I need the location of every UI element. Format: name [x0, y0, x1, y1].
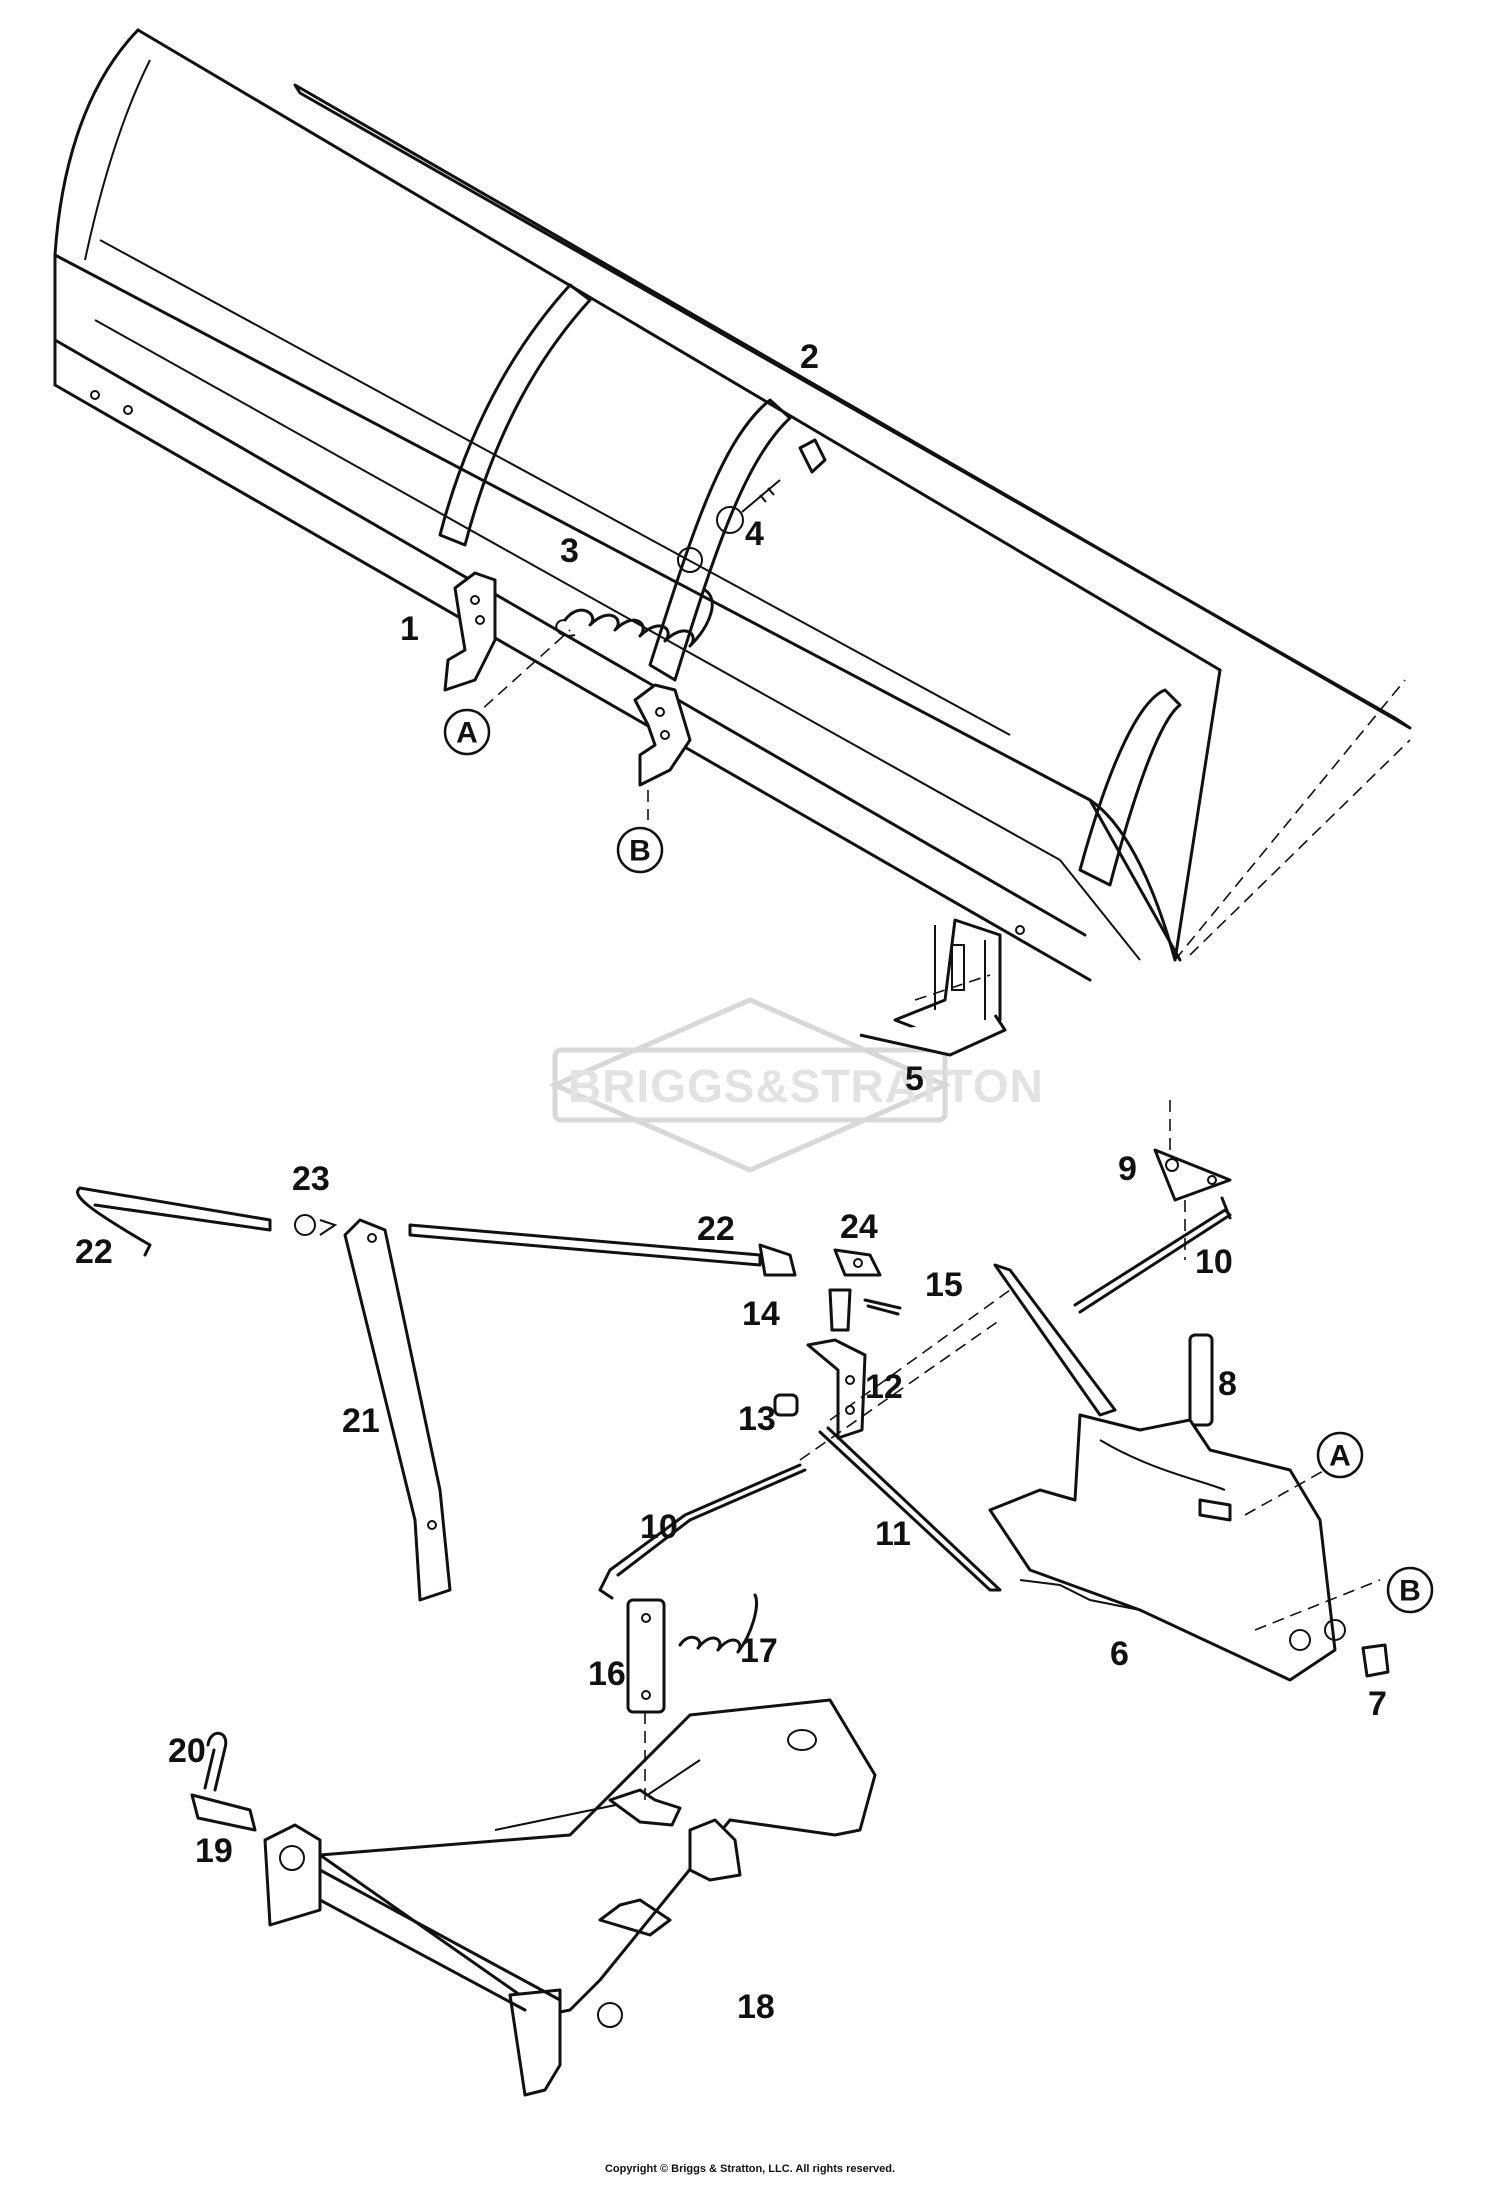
part-13-nut	[773, 1393, 799, 1417]
part-22-rod-left	[76, 1186, 272, 1257]
callout-5: 5	[905, 1060, 924, 1098]
part-6-arm	[993, 1263, 1117, 1417]
part-12-bracket	[806, 1338, 867, 1440]
part-7-bushing	[1361, 1643, 1390, 1678]
plow-blade	[53, 28, 1412, 982]
callout-11: 11	[875, 1515, 911, 1553]
ref-a-lower: A	[1316, 1431, 1364, 1479]
callout-19: 19	[195, 1832, 233, 1870]
callout-22-left: 22	[75, 1233, 113, 1271]
part-24-clevis	[833, 1248, 882, 1277]
part-9-plate	[1153, 1148, 1232, 1220]
part-16-link	[626, 1598, 666, 1714]
part-1-bracket	[443, 571, 497, 692]
callout-21: 21	[342, 1402, 380, 1440]
callout-3: 3	[560, 532, 579, 570]
callout-12: 12	[865, 1368, 903, 1406]
ref-b-upper: B	[616, 826, 664, 874]
leader-b-lower	[1254, 1579, 1381, 1631]
part-4-eyebolt	[716, 438, 827, 534]
svg-text:B: B	[629, 835, 651, 868]
callout-14: 14	[742, 1295, 780, 1333]
callout-8: 8	[1218, 1365, 1237, 1403]
part-19-pin	[190, 1793, 257, 1832]
callout-15: 15	[925, 1266, 963, 1304]
part-11-rod	[818, 1426, 1002, 1592]
callout-9: 9	[1118, 1150, 1137, 1188]
part-20-clip	[203, 1731, 228, 1792]
callout-7: 7	[1368, 1685, 1387, 1723]
svg-text:A: A	[456, 717, 478, 750]
part-21-lever-arm	[343, 1218, 452, 1602]
callout-22-right: 22	[697, 1210, 735, 1248]
leader-rod-b	[799, 1319, 1001, 1461]
part-6-pivot-frame	[988, 1413, 1346, 1682]
callout-1: 1	[400, 610, 419, 648]
svg-text:B: B	[1399, 1575, 1421, 1608]
copyright-notice: Copyright © Briggs & Stratton, LLC. All …	[604, 2163, 896, 2175]
callout-16: 16	[588, 1655, 626, 1693]
svg-text:A: A	[1329, 1440, 1351, 1473]
part-10-rod-lower	[598, 1463, 807, 1600]
part-23-washer	[294, 1214, 338, 1236]
part-15-pin	[863, 1298, 902, 1316]
callout-24: 24	[840, 1208, 878, 1246]
part-17-spring	[678, 1593, 758, 1654]
callout-20: 20	[168, 1732, 206, 1770]
callout-2: 2	[800, 338, 819, 376]
callout-17: 17	[740, 1632, 778, 1670]
part-3-spring	[555, 547, 714, 648]
callout-13: 13	[738, 1400, 776, 1438]
callout-10-upper: 10	[1195, 1243, 1233, 1281]
callout-6: 6	[1110, 1635, 1129, 1673]
watermark-text: BRIGGS&STRATTON	[568, 1060, 1044, 1112]
part-8-pin	[1188, 1333, 1214, 1427]
part-5-skid-shoe	[859, 918, 1007, 1057]
leader-a-lower	[1244, 1469, 1326, 1516]
part-18-hitch	[263, 1698, 877, 2097]
brand-watermark: BRIGGS&STRATTON	[548, 997, 1044, 1173]
callout-10-lower: 10	[640, 1508, 678, 1546]
callout-23: 23	[292, 1160, 330, 1198]
part-22-rod-long	[408, 1223, 797, 1277]
callout-18: 18	[737, 1988, 775, 2026]
ref-b-lower: B	[1386, 1566, 1434, 1614]
leader-a-upper	[469, 629, 571, 721]
part-1-bracket-lower	[633, 683, 692, 787]
part-14-fitting	[828, 1288, 852, 1332]
callout-4: 4	[745, 515, 764, 553]
ref-a-upper: A	[443, 708, 491, 756]
